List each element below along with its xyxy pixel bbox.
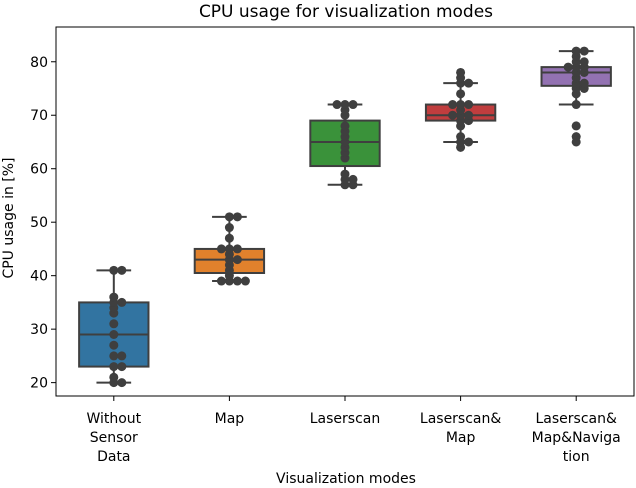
data-point: [240, 276, 250, 286]
data-point: [464, 78, 474, 88]
data-point: [332, 100, 342, 110]
data-point: [456, 89, 466, 99]
data-point: [340, 169, 350, 179]
data-point: [117, 351, 127, 361]
y-tick-label: 40: [30, 269, 48, 285]
data-point: [456, 132, 466, 142]
y-tick-label: 80: [30, 55, 48, 71]
data-point: [109, 362, 119, 372]
data-point: [464, 100, 474, 110]
data-point: [456, 100, 466, 110]
data-point: [232, 276, 242, 286]
data-point: [117, 265, 127, 275]
y-axis-label: CPU usage in [%]: [1, 157, 17, 278]
data-point: [224, 223, 234, 233]
data-point: [232, 244, 242, 254]
y-tick-label: 50: [30, 215, 48, 231]
x-tick-label: Laserscan&Map: [420, 411, 501, 446]
data-point: [579, 46, 589, 56]
data-point: [571, 121, 581, 131]
data-point: [348, 174, 358, 184]
data-point: [109, 351, 119, 361]
data-point: [464, 110, 474, 120]
data-point: [224, 212, 234, 222]
data-point: [579, 57, 589, 67]
data-point: [117, 378, 127, 388]
data-point: [448, 100, 458, 110]
data-point: [571, 100, 581, 110]
data-point: [571, 46, 581, 56]
y-tick-label: 70: [30, 108, 48, 124]
data-point: [571, 132, 581, 142]
data-point: [109, 340, 119, 350]
data-point: [448, 110, 458, 120]
data-point: [109, 265, 119, 275]
data-point: [340, 100, 350, 110]
data-point: [563, 62, 573, 72]
x-axis-label: Visualization modes: [276, 471, 416, 487]
data-point: [464, 137, 474, 147]
y-tick-label: 30: [30, 322, 48, 338]
data-point: [224, 233, 234, 243]
data-point: [348, 100, 358, 110]
x-tick-label: Map: [215, 411, 245, 427]
data-point: [579, 78, 589, 88]
chart-title: CPU usage for visualization modes: [199, 2, 493, 22]
data-point: [232, 212, 242, 222]
y-tick-label: 20: [30, 376, 48, 392]
data-point: [216, 276, 226, 286]
y-tick-label: 60: [30, 162, 48, 178]
data-point: [109, 319, 119, 329]
data-point: [117, 297, 127, 307]
data-point: [232, 255, 242, 265]
data-point: [340, 121, 350, 131]
data-point: [117, 362, 127, 372]
data-point: [109, 292, 119, 302]
data-point: [109, 330, 119, 339]
data-point: [216, 244, 226, 254]
data-point: [224, 244, 234, 254]
data-point: [109, 372, 119, 382]
data-point: [456, 67, 466, 77]
x-tick-label: Laserscan: [310, 411, 381, 427]
